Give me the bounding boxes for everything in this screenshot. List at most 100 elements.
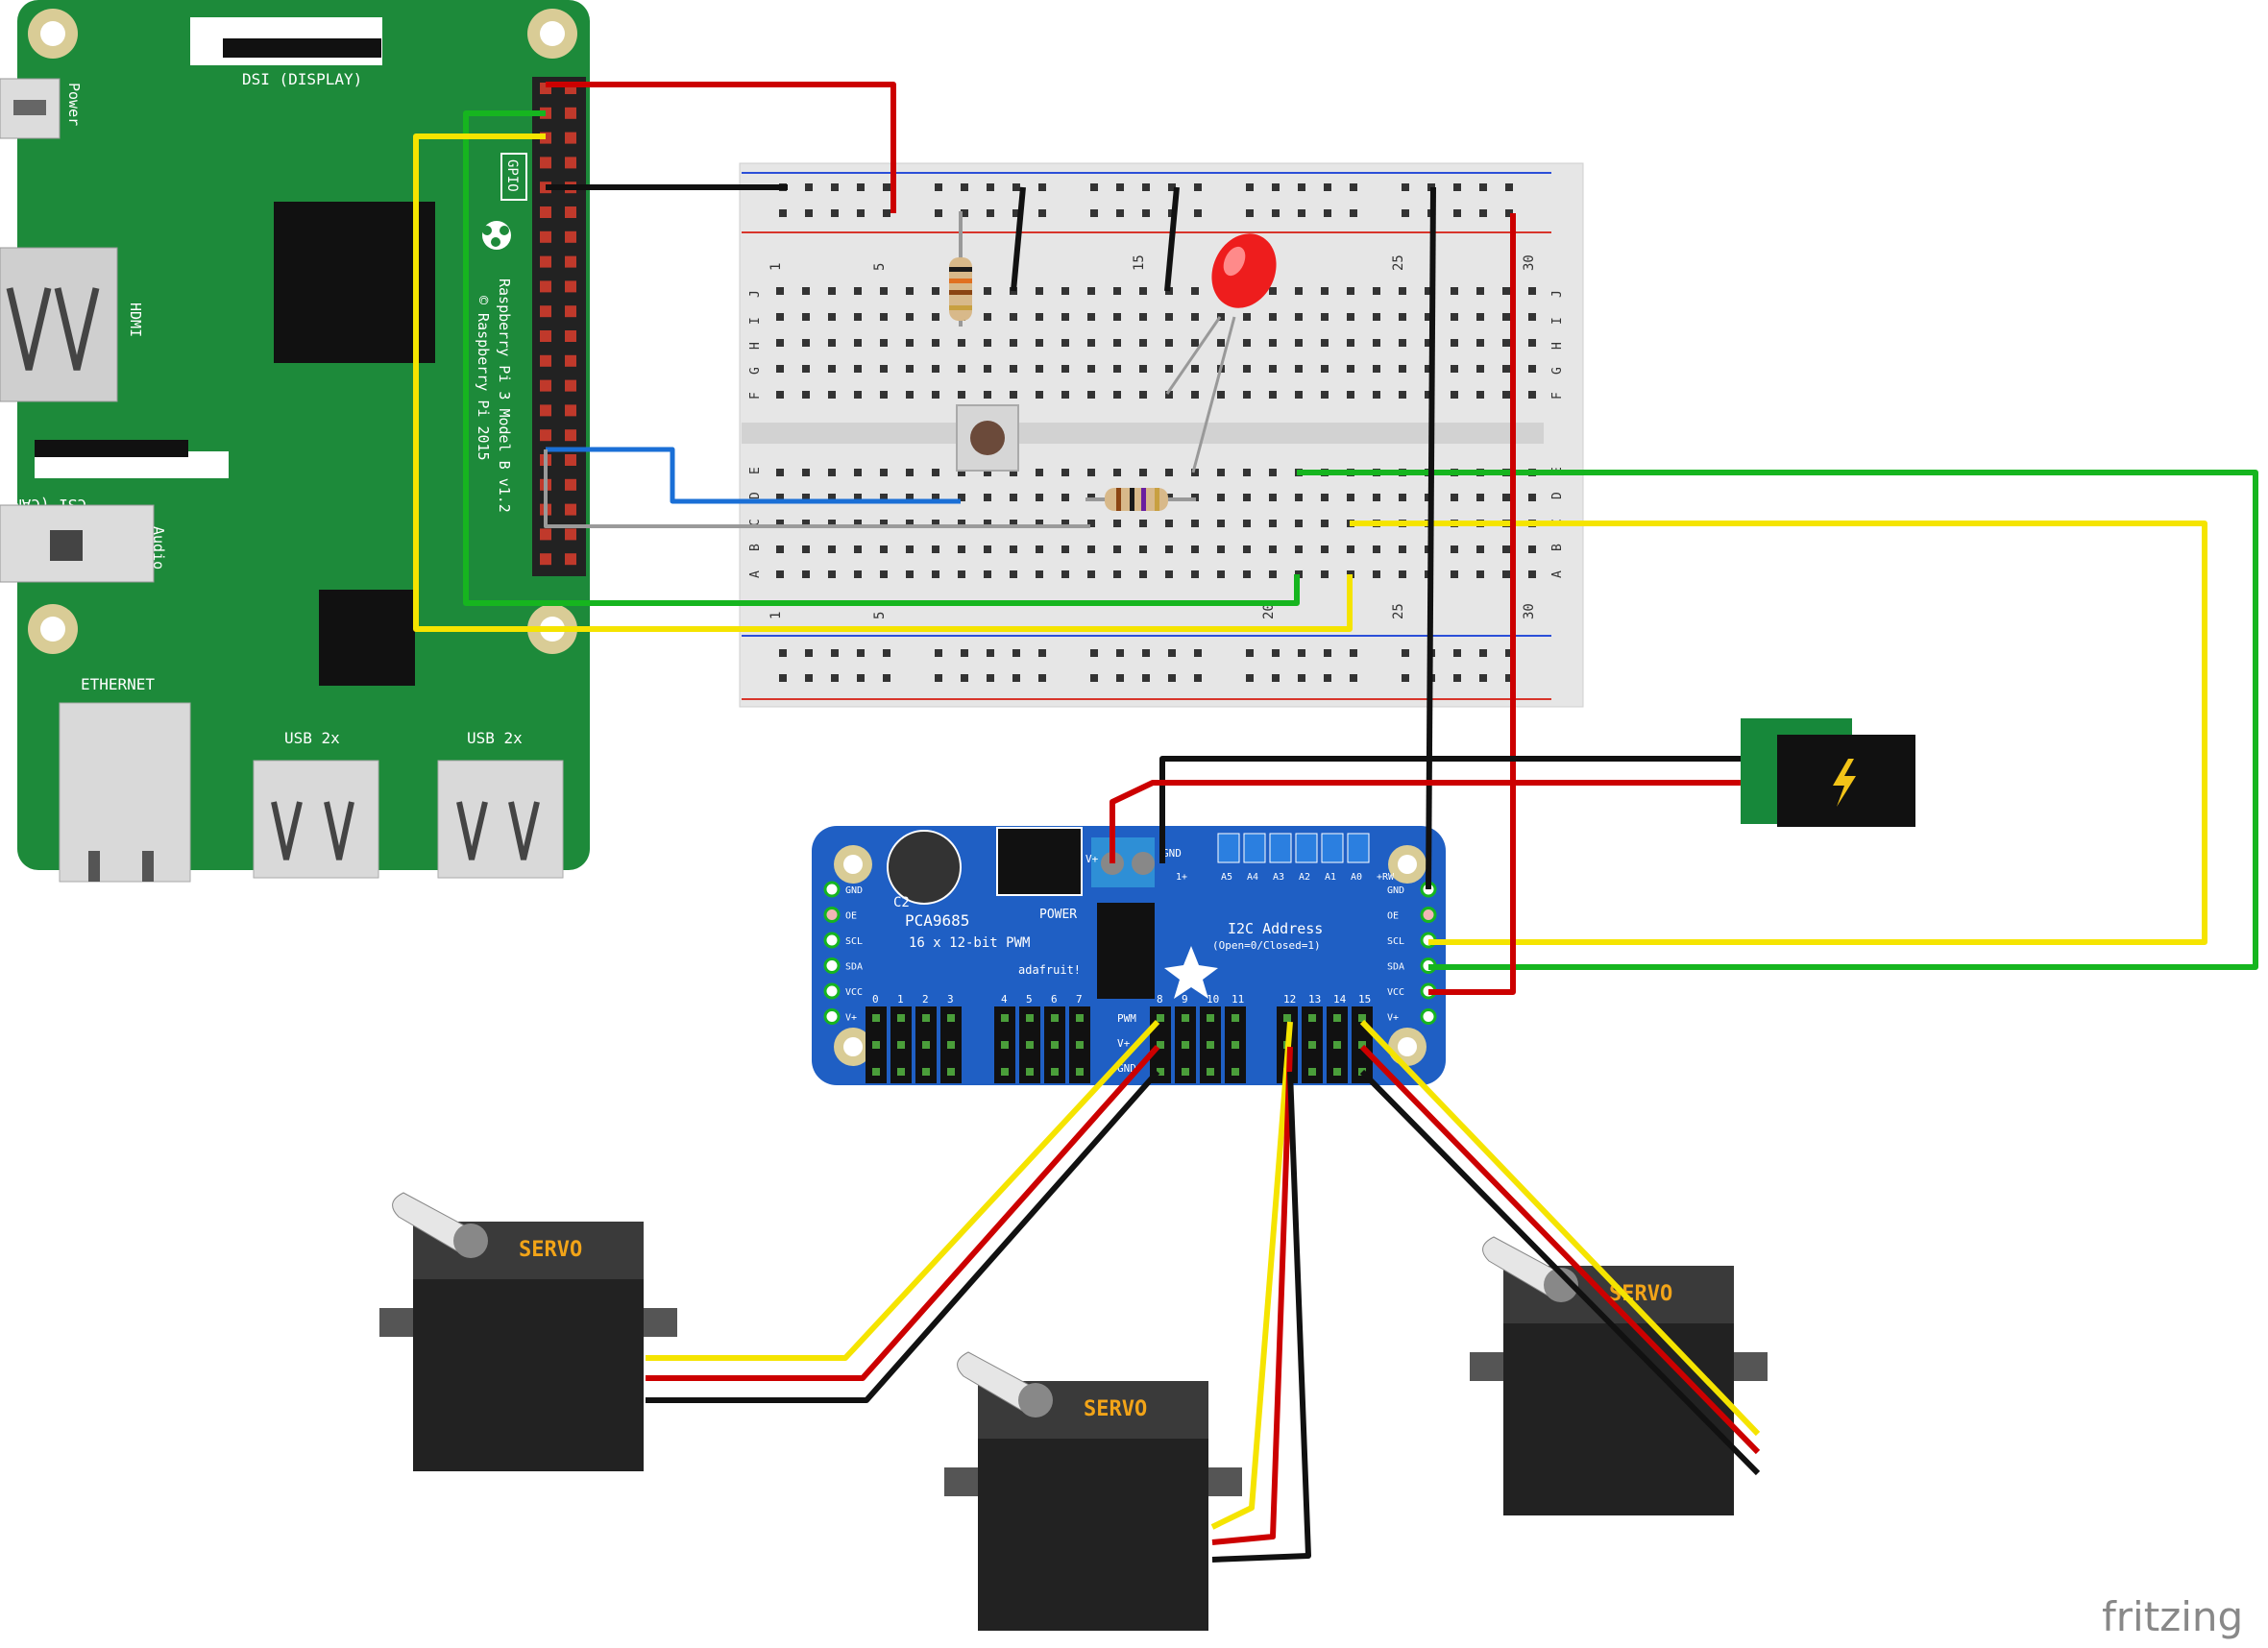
bb-hole[interactable] [1451, 287, 1458, 295]
bb-hole[interactable] [984, 469, 991, 476]
bb-rail-hole[interactable] [1246, 183, 1254, 191]
bb-hole[interactable] [854, 339, 862, 347]
bb-rail-hole[interactable] [1402, 183, 1409, 191]
servo14-gnd[interactable] [1359, 1069, 1761, 1476]
wire-gray[interactable] [544, 449, 1090, 528]
bb-hole[interactable] [1217, 570, 1225, 578]
bb-hole[interactable] [932, 391, 939, 399]
bb-hole[interactable] [1243, 391, 1251, 399]
pwm-pin[interactable] [1026, 1014, 1034, 1022]
pwm-pin[interactable] [897, 1014, 905, 1022]
bb-hole[interactable] [880, 494, 888, 501]
bb-hole[interactable] [1036, 545, 1043, 553]
bb-hole[interactable] [1476, 365, 1484, 373]
gpio-pin[interactable] [565, 132, 576, 144]
bb-hole[interactable] [1217, 494, 1225, 501]
bb-rail-hole[interactable] [1505, 674, 1513, 682]
pwm-pin[interactable] [1333, 1041, 1341, 1049]
gpio-pin[interactable] [565, 157, 576, 169]
bb-hole[interactable] [1502, 391, 1510, 399]
pwm-pin[interactable] [1076, 1068, 1084, 1076]
servo12-signal[interactable] [1210, 1021, 1293, 1530]
bb-hole[interactable] [1295, 313, 1303, 321]
bb-hole[interactable] [1061, 313, 1069, 321]
resistor-bottom[interactable] [1085, 488, 1196, 511]
gpio-pin[interactable] [540, 305, 551, 318]
bb-hole[interactable] [1010, 494, 1017, 501]
pwm-pin[interactable] [947, 1014, 955, 1022]
bb-hole[interactable] [1476, 339, 1484, 347]
pwm-pin[interactable] [1358, 1014, 1366, 1022]
pwm-pin[interactable] [897, 1041, 905, 1049]
bb-hole[interactable] [776, 365, 784, 373]
bb-hole[interactable] [932, 494, 939, 501]
bb-hole[interactable] [1061, 570, 1069, 578]
wire-sda-green[interactable] [463, 110, 1300, 606]
pwm-pin[interactable] [872, 1041, 880, 1049]
bb-hole[interactable] [1061, 469, 1069, 476]
bb-hole[interactable] [1139, 469, 1147, 476]
bb-hole[interactable] [1295, 520, 1303, 527]
bb-hole[interactable] [1295, 365, 1303, 373]
bb-rail-hole[interactable] [779, 674, 787, 682]
bb-rail-hole[interactable] [1324, 183, 1331, 191]
bb-hole[interactable] [1087, 545, 1095, 553]
bb-hole[interactable] [1425, 391, 1432, 399]
bb-hole[interactable] [906, 287, 914, 295]
pca-right-pin[interactable] [1420, 1008, 1437, 1025]
bb-rail-hole[interactable] [1324, 649, 1331, 657]
bb-hole[interactable] [776, 313, 784, 321]
bb-hole[interactable] [802, 313, 810, 321]
bb-hole[interactable] [1502, 339, 1510, 347]
bb-hole[interactable] [1036, 469, 1043, 476]
bb-hole[interactable] [1139, 570, 1147, 578]
pwm-pin[interactable] [1358, 1041, 1366, 1049]
bb-rail-hole[interactable] [1453, 649, 1461, 657]
gpio-pin[interactable] [540, 354, 551, 367]
bb-hole[interactable] [1269, 365, 1277, 373]
bb-hole[interactable] [1269, 313, 1277, 321]
bb-hole[interactable] [1321, 570, 1329, 578]
address-jumper[interactable] [1347, 833, 1370, 863]
bb-hole[interactable] [1113, 391, 1121, 399]
bb-hole[interactable] [1165, 313, 1173, 321]
pwm-pin[interactable] [1333, 1068, 1341, 1076]
bb-hole[interactable] [1139, 520, 1147, 527]
bb-rail-hole[interactable] [1012, 674, 1020, 682]
bb-hole[interactable] [1087, 339, 1095, 347]
bb-rail-hole[interactable] [1116, 209, 1124, 217]
wire-5v-red[interactable] [546, 82, 896, 213]
wire-gnd-to-pca[interactable] [1426, 186, 1436, 890]
bb-hole[interactable] [854, 287, 862, 295]
bb-rail-hole[interactable] [1324, 209, 1331, 217]
bb-hole[interactable] [880, 570, 888, 578]
bb-hole[interactable] [802, 469, 810, 476]
bb-hole[interactable] [828, 494, 836, 501]
pwm-pin[interactable] [922, 1068, 930, 1076]
bb-hole[interactable] [1373, 545, 1380, 553]
bb-hole[interactable] [802, 570, 810, 578]
bb-hole[interactable] [1451, 365, 1458, 373]
bb-hole[interactable] [1528, 313, 1536, 321]
bb-hole[interactable] [880, 339, 888, 347]
bb-rail-hole[interactable] [1116, 183, 1124, 191]
bb-hole[interactable] [1010, 570, 1017, 578]
bb-rail-hole[interactable] [935, 649, 942, 657]
bb-hole[interactable] [802, 494, 810, 501]
bb-rail-hole[interactable] [987, 183, 994, 191]
bb-hole[interactable] [1087, 287, 1095, 295]
pca-left-pin[interactable] [823, 982, 841, 1000]
servo0-power[interactable] [646, 1045, 1160, 1381]
bb-rail-hole[interactable] [831, 674, 839, 682]
bb-rail-hole[interactable] [1090, 649, 1098, 657]
gpio-pin[interactable] [540, 379, 551, 392]
bb-rail-hole[interactable] [1272, 674, 1280, 682]
servo0-signal[interactable] [646, 1019, 1160, 1361]
bb-hole[interactable] [1139, 365, 1147, 373]
bb-hole[interactable] [984, 494, 991, 501]
pwm-pin[interactable] [1157, 1068, 1164, 1076]
bb-hole[interactable] [1451, 494, 1458, 501]
bb-rail-hole[interactable] [987, 209, 994, 217]
bb-rail-hole[interactable] [1402, 209, 1409, 217]
bb-hole[interactable] [1036, 494, 1043, 501]
